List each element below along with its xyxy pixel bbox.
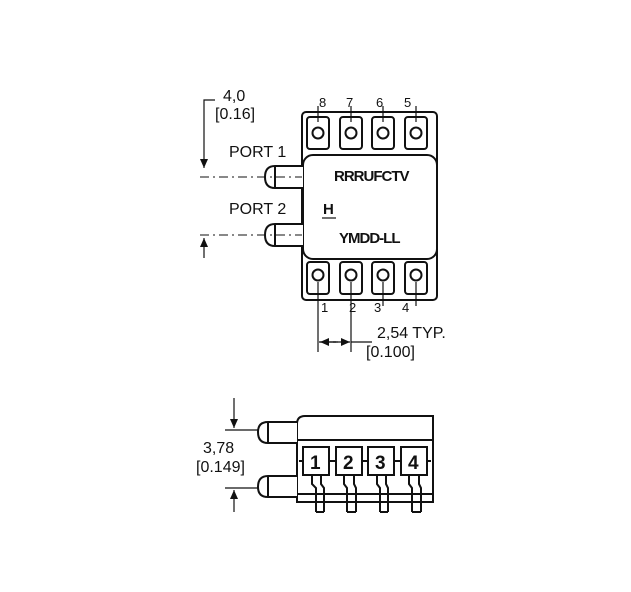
port-offset-dimension: 4,0 [0.16] bbox=[200, 88, 255, 258]
port-spacing-dimension: 3,78 [0.149] bbox=[196, 398, 258, 512]
pin-number-7: 7 bbox=[346, 95, 353, 110]
marking-line-2: H bbox=[323, 201, 333, 218]
side-pin-4: 4 bbox=[408, 453, 419, 474]
side-body-outline bbox=[296, 415, 434, 503]
port-1-label: PORT 1 bbox=[229, 144, 286, 161]
pin-hole bbox=[344, 268, 358, 282]
pin-number-3: 3 bbox=[374, 300, 381, 315]
pin-hole bbox=[409, 126, 423, 140]
bottom-pin-row: 1 2 3 4 bbox=[306, 261, 428, 352]
port-spacing-mm: 3,78 bbox=[203, 440, 234, 457]
port-2-label: PORT 2 bbox=[229, 201, 286, 218]
pin-hole bbox=[311, 268, 325, 282]
pin-number-5: 5 bbox=[404, 95, 411, 110]
top-view: 8 7 6 5 RRRUFCTV H YMDD-LL PORT 1 PORT 2 bbox=[200, 88, 446, 361]
port-spacing-in: [0.149] bbox=[196, 459, 245, 476]
marking-line-3: YMDD-LL bbox=[339, 230, 400, 247]
pitch-dimension: 2,54 TYP. [0.100] bbox=[319, 325, 446, 361]
port-offset-mm: 4,0 bbox=[223, 88, 245, 105]
side-port-1-tube bbox=[256, 421, 297, 444]
pitch-in: [0.100] bbox=[366, 344, 415, 361]
side-port-2-tube bbox=[256, 475, 297, 498]
pin-hole bbox=[344, 126, 358, 140]
port-tubes bbox=[263, 165, 303, 247]
package-lid bbox=[302, 154, 438, 260]
pin-number-4: 4 bbox=[402, 300, 409, 315]
side-pins: 1 2 3 4 bbox=[299, 446, 431, 513]
pin-hole bbox=[311, 126, 325, 140]
side-pin-2: 2 bbox=[343, 453, 354, 474]
top-pin-row: 8 7 6 5 bbox=[306, 95, 428, 150]
side-pin-1: 1 bbox=[310, 453, 321, 474]
pin-number-2: 2 bbox=[349, 300, 356, 315]
pin-hole bbox=[409, 268, 423, 282]
side-pin-3: 3 bbox=[375, 453, 386, 474]
pitch-mm: 2,54 TYP. bbox=[377, 325, 446, 342]
pin-number-6: 6 bbox=[376, 95, 383, 110]
side-view: 1 2 3 4 3,78 [0.149] bbox=[196, 398, 434, 513]
marking-line-1: RRRUFCTV bbox=[334, 168, 409, 185]
pin-number-1: 1 bbox=[321, 300, 328, 315]
port-offset-in: [0.16] bbox=[215, 106, 255, 123]
pin-number-8: 8 bbox=[319, 95, 326, 110]
pin-hole bbox=[376, 126, 390, 140]
pin-hole bbox=[376, 268, 390, 282]
